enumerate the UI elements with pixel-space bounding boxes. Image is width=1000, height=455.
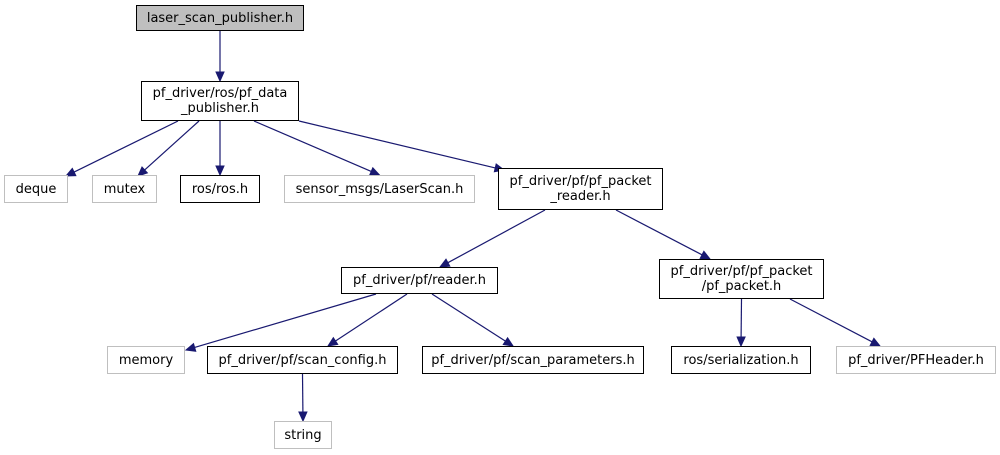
edge-line: [253, 120, 372, 172]
node-scan-parameters[interactable]: pf_driver/pf/scan_parameters.h: [422, 346, 644, 374]
node-label-line: memory: [118, 352, 174, 368]
node-pf-packet[interactable]: pf_driver/pf/pf_packet/pf_packet.h: [659, 259, 824, 299]
edge-line: [431, 293, 506, 342]
edge-line: [335, 293, 408, 342]
edge-pf-data-publisher-to-mutex: [137, 120, 200, 177]
edge-line: [447, 209, 546, 264]
node-laser-scan-publisher: laser_scan_publisher.h: [136, 5, 304, 31]
edge-scan-config-to-string: [298, 373, 308, 423]
node-label-line: pf_driver/ros/pf_data: [152, 86, 288, 101]
arrowhead-icon: [326, 336, 339, 347]
arrowhead-icon: [64, 167, 77, 177]
arrowhead-icon: [502, 336, 515, 347]
edge-pf-packet-to-ros-serialization: [736, 298, 746, 348]
arrowhead-icon: [298, 411, 308, 423]
node-label-line: pf_driver/pf/scan_parameters.h: [431, 352, 635, 368]
node-pf-data-publisher[interactable]: pf_driver/ros/pf_data_publisher.h: [141, 81, 299, 121]
node-reader[interactable]: pf_driver/pf/reader.h: [341, 267, 498, 294]
node-label-line: pf_driver/pf/pf_packet: [509, 174, 652, 189]
edge-reader-to-memory: [184, 293, 377, 352]
edge-reader-to-scan-config: [326, 293, 408, 347]
node-label-line: pf_driver/pf/scan_config.h: [218, 352, 387, 368]
arrowhead-icon: [215, 71, 225, 83]
node-label-line: ros/ros.h: [191, 181, 249, 197]
node-memory[interactable]: memory: [107, 346, 185, 374]
arrowhead-icon: [736, 336, 746, 348]
node-mutex[interactable]: mutex: [92, 175, 157, 203]
edge-line: [194, 293, 377, 349]
node-label-line: _reader.h: [550, 189, 611, 204]
node-sensor-msgs-laserscan[interactable]: sensor_msgs/LaserScan.h: [284, 175, 475, 203]
edge-pf-packet-to-pfheader: [789, 298, 882, 347]
node-label-line: pf_driver/pf/pf_packet: [670, 264, 813, 279]
arrowhead-icon: [869, 337, 882, 347]
edge-line: [789, 298, 873, 343]
node-ros-ros[interactable]: ros/ros.h: [180, 175, 260, 203]
edge-reader-to-scan-parameters: [431, 293, 515, 347]
node-label-line: pf_driver/pf/reader.h: [353, 273, 486, 288]
node-label-line: ros/serialization.h: [683, 352, 799, 368]
node-label-line: deque: [15, 181, 57, 197]
node-pf-packet-reader[interactable]: pf_driver/pf/pf_packet_reader.h: [498, 168, 663, 210]
node-label-line: /pf_packet.h: [701, 279, 782, 294]
edge-line: [615, 209, 703, 256]
node-label-line: mutex: [103, 181, 146, 197]
edge-line: [144, 120, 200, 171]
node-label-line: sensor_msgs/LaserScan.h: [295, 181, 464, 197]
node-ros-serialization[interactable]: ros/serialization.h: [671, 346, 811, 374]
arrowhead-icon: [438, 258, 451, 268]
edge-line: [298, 120, 496, 169]
node-label-line: string: [284, 427, 322, 443]
arrowhead-icon: [137, 166, 149, 177]
node-label-line: pf_driver/PFHeader.h: [848, 352, 984, 368]
arrowhead-icon: [699, 250, 712, 260]
node-pfheader[interactable]: pf_driver/PFHeader.h: [836, 346, 996, 374]
edge-laser-scan-publisher-to-pf-data-publisher: [215, 31, 225, 83]
edge-pf-packet-reader-to-pf-packet: [615, 209, 712, 260]
node-label-line: laser_scan_publisher.h: [146, 10, 294, 26]
edge-pf-data-publisher-to-ros-ros: [215, 121, 225, 177]
node-scan-config[interactable]: pf_driver/pf/scan_config.h: [207, 346, 398, 374]
arrowhead-icon: [184, 342, 197, 352]
node-deque[interactable]: deque: [4, 175, 68, 203]
arrowhead-icon: [215, 165, 225, 177]
edge-pf-data-publisher-to-deque: [64, 120, 179, 177]
node-string[interactable]: string: [274, 421, 332, 449]
edge-pf-data-publisher-to-sensor-msgs-laserscan: [253, 120, 381, 176]
node-label-line: _publisher.h: [181, 101, 259, 116]
edge-line: [73, 120, 179, 173]
edge-pf-packet-reader-to-reader: [438, 209, 546, 268]
